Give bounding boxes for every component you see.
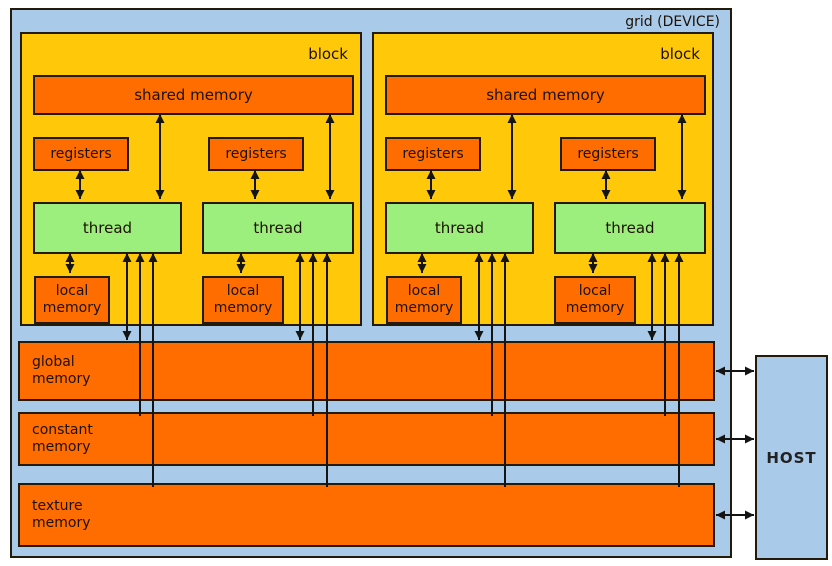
thread-box: thread <box>554 202 706 254</box>
local-memory-box: local memory <box>386 276 462 324</box>
registers-box: registers <box>560 137 656 171</box>
local-memory-box: local memory <box>202 276 284 324</box>
shared-memory-box: shared memory <box>385 75 706 115</box>
block-label: block <box>660 45 700 63</box>
texture-memory-label: texture memory <box>32 498 91 531</box>
shared-memory-box: shared memory <box>33 75 354 115</box>
block-label: block <box>308 45 348 63</box>
host-box: HOST <box>755 355 828 560</box>
registers-box: registers <box>33 137 129 171</box>
local-memory-box: local memory <box>554 276 636 324</box>
local-memory-box: local memory <box>34 276 110 324</box>
thread-box: thread <box>33 202 182 254</box>
constant-memory-bar: constant memory <box>18 412 715 466</box>
thread-box: thread <box>385 202 534 254</box>
global-memory-bar: global memory <box>18 341 715 401</box>
block-box-1: block shared memory registers registers … <box>20 32 362 326</box>
host-label: HOST <box>766 448 817 467</box>
constant-memory-label: constant memory <box>32 422 93 455</box>
grid-device-label: grid (DEVICE) <box>625 14 720 30</box>
registers-box: registers <box>208 137 304 171</box>
texture-memory-bar: texture memory <box>18 483 715 547</box>
thread-box: thread <box>202 202 354 254</box>
registers-box: registers <box>385 137 481 171</box>
global-memory-label: global memory <box>32 354 91 387</box>
block-box-2: block shared memory registers registers … <box>372 32 714 326</box>
